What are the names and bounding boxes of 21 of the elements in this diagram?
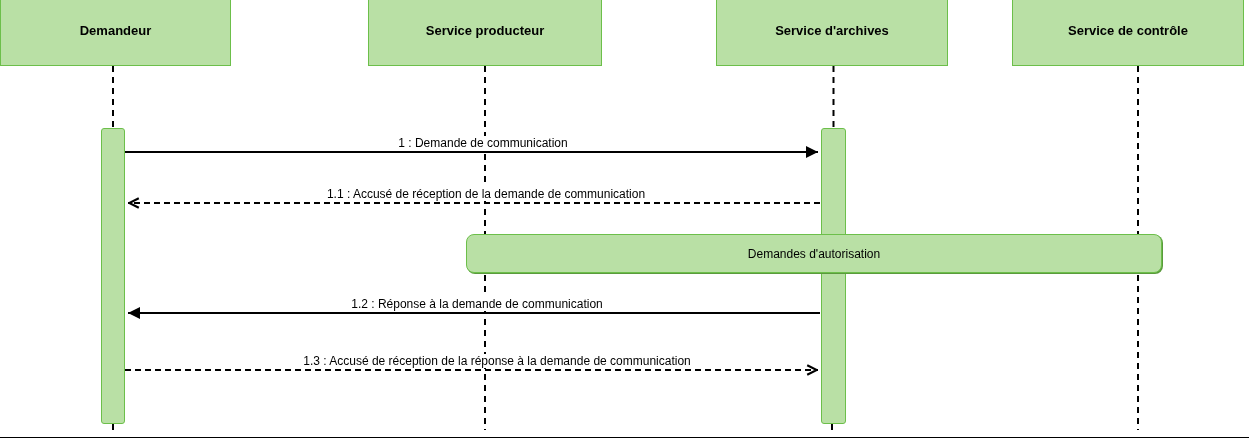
- lifeline-header: [368, 0, 602, 66]
- lifeline-header: [716, 0, 948, 66]
- lifeline-header: [0, 0, 231, 66]
- message-arrow: [124, 364, 819, 376]
- node-title: Service producteur: [425, 23, 545, 38]
- message-arrow: [127, 197, 821, 209]
- lifeline: [832, 65, 835, 129]
- message-arrow: [127, 307, 821, 319]
- lifeline: [112, 65, 114, 129]
- edge-label: 1.2 : Réponse à la demande de communication: [350, 297, 604, 311]
- node-title: Demandeur: [79, 23, 152, 38]
- lifeline-header: [1012, 0, 1244, 66]
- message-arrow: [124, 146, 819, 158]
- node-title: Demandes d'autorisation: [747, 246, 881, 261]
- node-title: Service d'archives: [775, 23, 889, 38]
- edge-label: 1.1 : Accusé de réception de la demande de communication: [325, 187, 647, 201]
- node-title: Service de contrôle: [1068, 23, 1188, 38]
- interaction-fragment: [466, 234, 1162, 273]
- activation-bar: [101, 128, 125, 424]
- edge-label: 1 : Demande de communication: [397, 136, 569, 150]
- edge-label: 1.3 : Accusé de réception de la réponse à la demande de communication: [302, 354, 692, 368]
